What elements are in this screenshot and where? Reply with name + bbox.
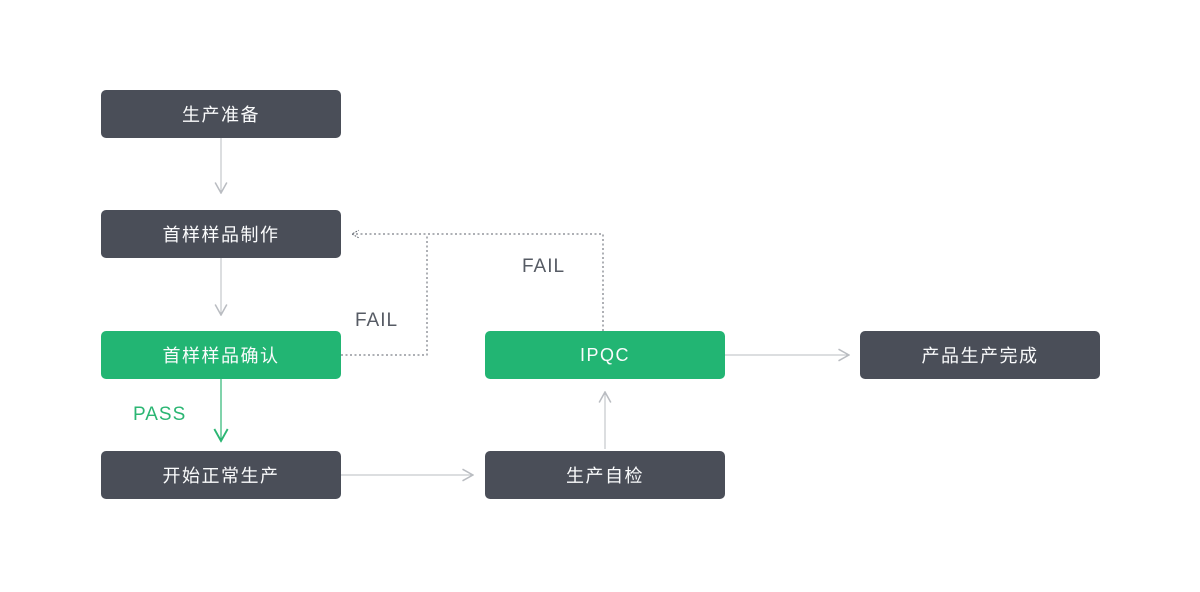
- node-start-normal-production-label: 开始正常生产: [162, 466, 280, 486]
- node-first-sample-confirmation: 首样样品确认: [101, 331, 341, 379]
- node-first-sample-confirmation-label: 首样样品确认: [162, 346, 280, 366]
- node-ipqc-label: IPQC: [579, 344, 630, 365]
- edge-label-fail-ipqc: FAIL: [522, 256, 566, 277]
- node-start-normal-production: 开始正常生产: [101, 451, 341, 499]
- node-first-sample-production: 首样样品制作: [101, 210, 341, 258]
- node-first-sample-production-label: 首样样品制作: [162, 225, 280, 245]
- node-production-prep: 生产准备: [101, 90, 341, 138]
- node-product-production-complete: 产品生产完成: [860, 331, 1100, 379]
- edge-label-fail-sample-confirmation: FAIL: [355, 310, 399, 331]
- node-production-self-check-label: 生产自检: [566, 466, 644, 486]
- edge-label-pass: PASS: [133, 404, 187, 425]
- dashed-fail-sample-confirm-path: [341, 234, 428, 356]
- node-product-production-complete-label: 产品生产完成: [921, 346, 1039, 366]
- node-production-prep-label: 生产准备: [182, 105, 260, 125]
- node-ipqc: IPQC: [485, 331, 725, 379]
- node-production-self-check: 生产自检: [485, 451, 725, 499]
